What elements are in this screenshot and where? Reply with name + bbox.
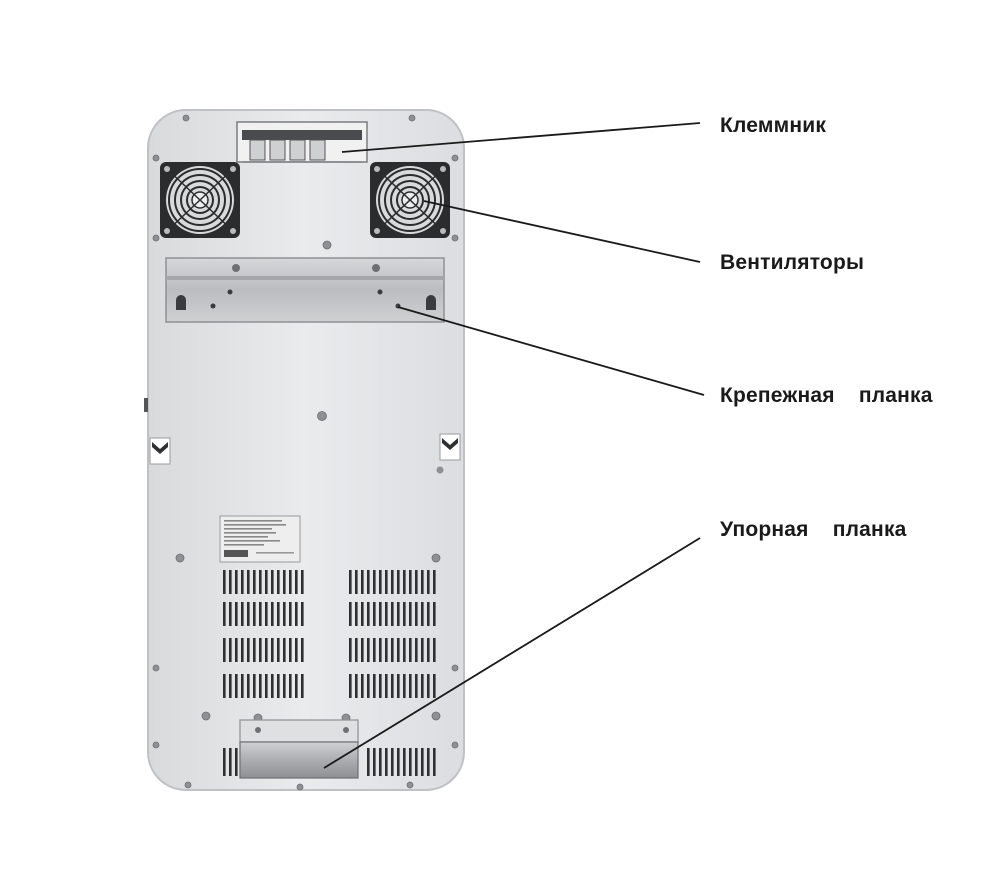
ventilation-grilles [220,570,436,776]
terminal-block [236,121,368,163]
callout-stop-bar: Упорная планка [720,518,907,541]
leader-line-terminal [341,122,701,153]
callout-fans: Вентиляторы [720,251,865,274]
callout-mounting-bar: Крепежная планка [720,384,933,407]
leader-line-stop-bar [323,537,701,769]
leader-line-mounting-bar [397,306,705,396]
stop-bar [239,719,359,779]
callout-terminal-block: Клеммник [720,114,827,137]
rating-plate [219,515,301,563]
cooling-fan-left [160,162,240,238]
cooling-fan-right [370,162,450,238]
leader-line-fans [423,200,701,263]
mounting-bar [165,257,445,323]
callout-leader-lines [323,122,705,769]
side-markers [149,433,461,474]
